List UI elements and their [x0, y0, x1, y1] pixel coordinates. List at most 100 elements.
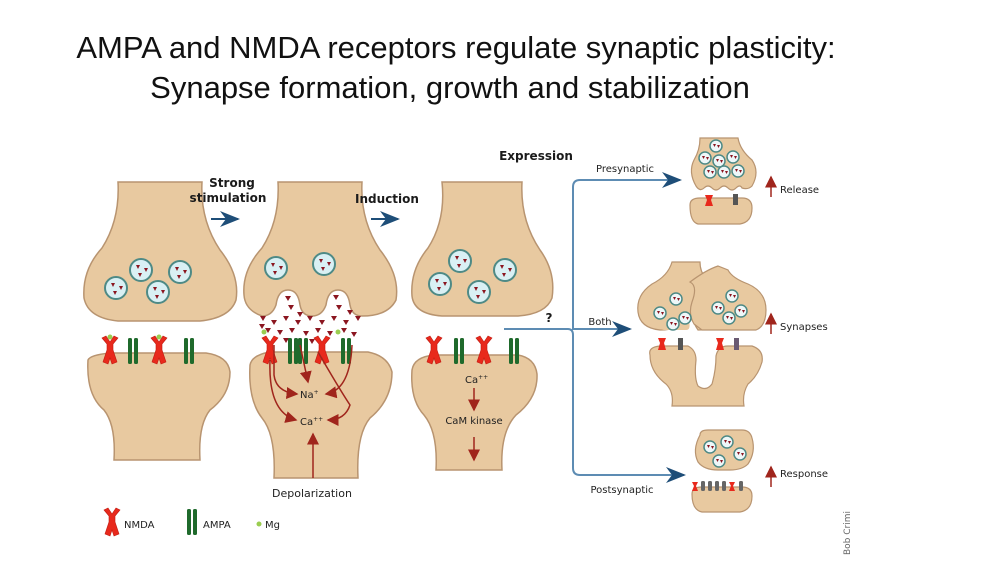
vesicle	[717, 165, 731, 179]
neurotransmitter-molecule	[260, 316, 266, 321]
expression-label: Expression	[499, 149, 573, 163]
neurotransmitter-molecule	[283, 316, 289, 321]
vesicle	[726, 150, 740, 164]
vesicle	[734, 304, 748, 318]
outcome-postsynaptic: Response	[691, 429, 828, 513]
neurotransmitter-molecule	[336, 305, 342, 310]
neurotransmitter-molecule	[351, 332, 357, 337]
neurotransmitter-molecule	[288, 305, 294, 310]
vesicle	[711, 301, 725, 315]
nmda-receptor-icon	[103, 507, 121, 537]
postsynaptic-terminal	[691, 486, 753, 513]
induction-label: Induction	[355, 192, 419, 206]
postsynaptic-spine-split	[649, 345, 763, 407]
ampa-receptor-icon	[739, 481, 743, 491]
neurotransmitter-molecule	[319, 320, 325, 325]
neurotransmitter-molecule	[259, 324, 265, 329]
neurotransmitter-molecule	[327, 331, 333, 336]
vesicle	[104, 276, 128, 300]
vesicle	[703, 440, 717, 454]
vesicle	[669, 292, 683, 306]
ampa-receptor-icon	[701, 481, 705, 491]
ion-flow-arrows	[269, 344, 353, 478]
nmda-receptor-icon	[729, 482, 735, 491]
ampa-receptor-icon	[722, 481, 726, 491]
outcome-both: Synapses	[637, 261, 828, 407]
vesicle	[312, 252, 336, 276]
vesicle	[720, 435, 734, 449]
cam-kinase-label: CaM kinase	[445, 416, 502, 427]
neurotransmitter-molecule	[271, 320, 277, 325]
vesicle	[712, 154, 726, 168]
neurotransmitter-molecule	[341, 328, 347, 333]
neurotransmitter-molecule	[333, 295, 339, 300]
synapse-stimulated: Na+ Ca++	[243, 181, 398, 479]
depolarization-label: Depolarization	[272, 487, 352, 500]
strong-label-line1: Strong	[209, 176, 255, 190]
ampa-receptor-icon	[734, 338, 739, 350]
nmda-receptor-icon	[705, 195, 713, 206]
ampa-receptor-icon	[708, 481, 712, 491]
neurotransmitter-molecule	[285, 296, 291, 301]
neurotransmitter-molecule	[355, 316, 361, 321]
expression-branch-lines	[504, 172, 686, 483]
receptor-cluster	[692, 481, 743, 491]
neurotransmitter-molecule	[297, 312, 303, 317]
slide-title-line-1: AMPA and NMDA receptors regulate synapti…	[76, 30, 836, 65]
effect-release-label: Release	[780, 185, 819, 196]
vesicle	[666, 317, 680, 331]
ampa-receptor-icon	[715, 481, 719, 491]
mg-ion-icon	[335, 329, 341, 335]
neurotransmitter-molecule	[277, 330, 283, 335]
nmda-receptor-icon	[692, 482, 698, 491]
ca-ion-label: Ca++	[300, 416, 323, 428]
vesicle	[703, 165, 717, 179]
legend-mg-label: Mg	[265, 520, 280, 531]
vesicle	[146, 280, 170, 304]
slide-title-line-2: Synapse formation, growth and stabilizat…	[150, 70, 750, 105]
branch-postsynaptic-label: Postsynaptic	[590, 485, 653, 496]
ampa-receptor-icon	[678, 338, 683, 350]
vesicle	[168, 260, 192, 284]
neurotransmitter-molecule	[307, 316, 313, 321]
vesicle	[698, 151, 712, 165]
neurotransmitter-molecule	[331, 316, 337, 321]
branch-presynaptic-label: Presynaptic	[596, 164, 654, 175]
neurotransmitter-molecule	[289, 328, 295, 333]
nmda-receptor-icon	[658, 338, 666, 350]
neurotransmitter-molecule	[315, 328, 321, 333]
synapse-baseline	[83, 181, 238, 461]
ca-ion-label: Ca++	[465, 374, 488, 386]
legend-nmda-label: NMDA	[124, 520, 155, 531]
vesicle	[264, 256, 288, 280]
vesicle	[129, 258, 153, 282]
neurotransmitter-molecule	[309, 339, 315, 344]
effect-response-label: Response	[780, 469, 828, 480]
legend-ampa-label: AMPA	[203, 520, 231, 531]
vesicle	[448, 249, 472, 273]
vesicle	[712, 454, 726, 468]
branch-both-label: Both	[588, 317, 611, 328]
vesicle	[722, 311, 736, 325]
vesicle	[733, 447, 747, 461]
postsynaptic-terminal	[689, 197, 753, 225]
presynaptic-terminal-releasing	[243, 181, 398, 317]
legend: NMDA AMPA Mg	[103, 507, 280, 537]
mg-ion-icon	[256, 521, 262, 527]
na-ion-label: Na+	[300, 389, 319, 401]
ampa-receptor-icon	[733, 194, 738, 205]
outcome-presynaptic: Release	[689, 137, 819, 225]
artist-credit: Bob Crimi	[843, 511, 853, 555]
postsynaptic-spine	[249, 351, 393, 479]
synapse-induction: Ca++ CaM kinase	[411, 181, 554, 471]
neurotransmitter-molecule	[343, 320, 349, 325]
nmda-receptor-icon	[716, 338, 724, 350]
vesicle	[709, 139, 723, 153]
vesicle	[725, 289, 739, 303]
vesicle	[731, 164, 745, 178]
vesicle	[428, 272, 452, 296]
question-mark-label: ?	[546, 311, 553, 325]
vesicle	[467, 280, 491, 304]
vesicle	[653, 306, 667, 320]
